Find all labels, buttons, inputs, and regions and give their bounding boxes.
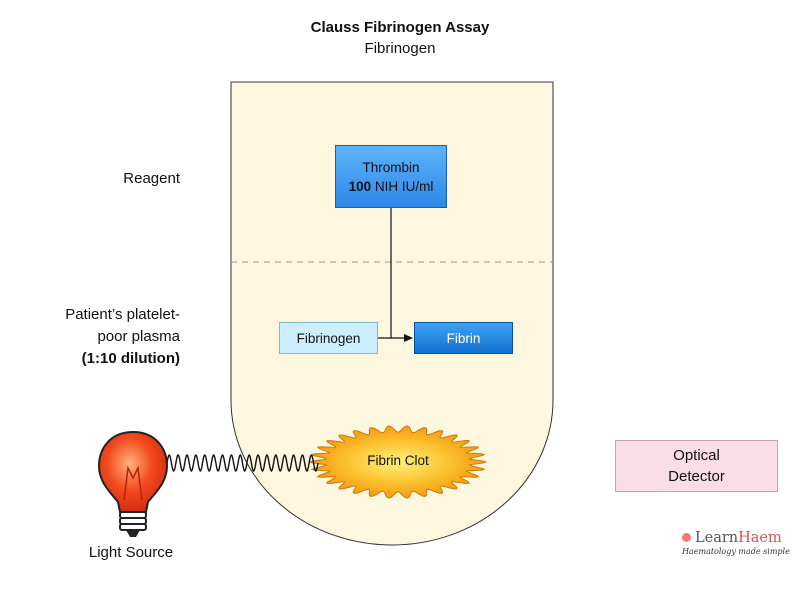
light-coil: [166, 453, 319, 473]
light-source-label: Light Source: [88, 544, 174, 561]
fibrinogen-box: Fibrinogen: [279, 322, 378, 354]
thrombin-unit: NIH IU/ml: [371, 178, 434, 194]
reaction-arrowhead: [404, 334, 413, 342]
logo-learn: Learn: [695, 530, 739, 546]
logo-dot-icon: [682, 533, 691, 542]
fibrin-box: Fibrin: [414, 322, 513, 354]
diagram-title: Clauss Fibrinogen Assay: [310, 19, 490, 36]
learnhaem-logo: LearnHaem Haematology made simple: [682, 530, 790, 556]
logo-tagline: Haematology made simple: [682, 547, 790, 556]
plasma-label-line3: (1:10 dilution): [81, 350, 180, 367]
plasma-label-line2: poor plasma: [97, 328, 180, 345]
optical-detector-box: Optical Detector: [615, 440, 778, 492]
fibrin-clot-label: Fibrin Clot: [367, 452, 429, 468]
thrombin-box: Thrombin 100 NIH IU/ml: [335, 145, 447, 208]
thrombin-amount: 100: [348, 178, 372, 194]
detector-line2: Detector: [668, 468, 725, 485]
thrombin-concentration: 100 NIH IU/ml: [349, 177, 434, 196]
logo-haem: Haem: [738, 530, 782, 546]
reagent-label: Reagent: [123, 170, 180, 187]
logo-wordmark: LearnHaem: [682, 530, 790, 546]
light-bulb-icon: [97, 430, 169, 537]
thrombin-name: Thrombin: [362, 159, 420, 175]
plasma-label: Patient’s platelet- poor plasma (1:10 di…: [20, 304, 180, 370]
detector-line1: Optical: [673, 447, 720, 464]
plasma-label-line1: Patient’s platelet-: [65, 306, 180, 323]
diagram-subtitle: Fibrinogen: [364, 40, 436, 57]
